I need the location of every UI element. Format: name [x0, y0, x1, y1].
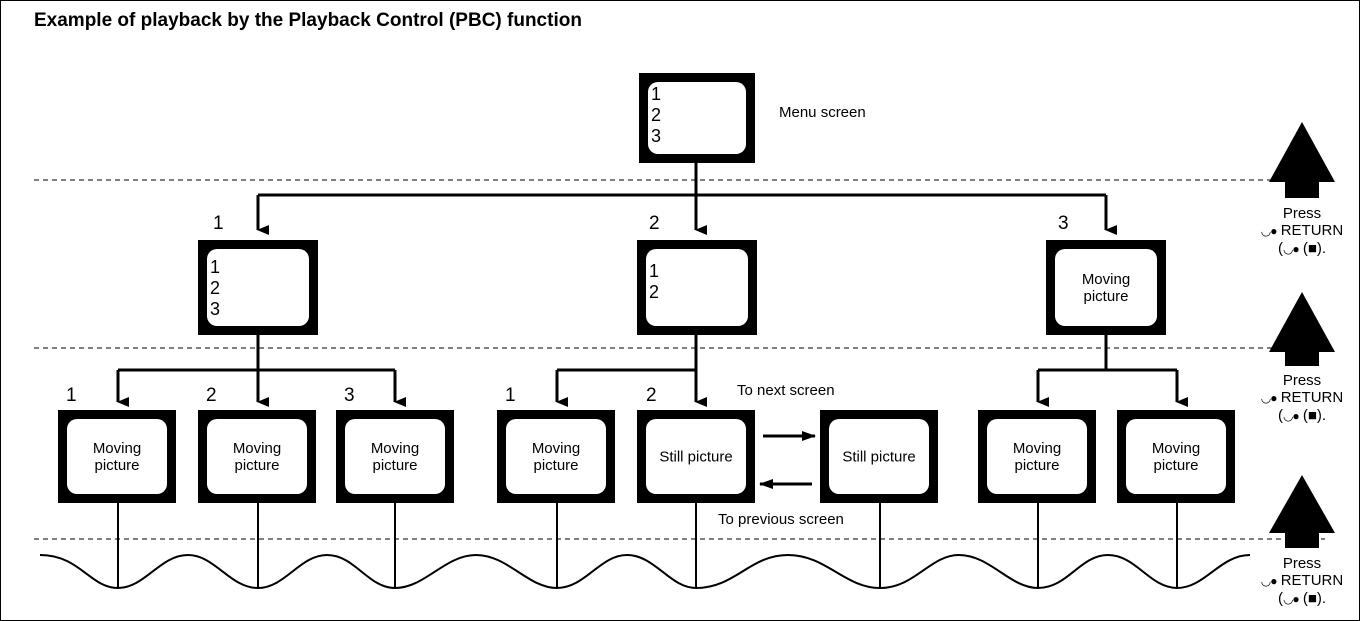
next-screen-label: To next screen	[737, 382, 835, 399]
menu-item: 1	[651, 84, 662, 104]
level2-number: 1	[66, 385, 77, 406]
submenu-screen: 1 2 3	[198, 240, 318, 335]
submenu-item: 1	[210, 257, 221, 277]
return-line: ◡● RETURN	[1257, 572, 1347, 590]
return-text: RETURN	[1280, 222, 1344, 239]
screen-label: Moving picture	[232, 439, 282, 474]
level2-number: 2	[206, 385, 217, 406]
still-picture-screen: Still picture	[637, 410, 755, 503]
up-arrow-icon	[1269, 475, 1335, 548]
branch-connector	[116, 335, 406, 407]
stop-text: (■).	[1302, 407, 1327, 424]
moving-picture-screen: Moving picture	[336, 410, 454, 503]
screen-label: Still picture	[842, 448, 916, 465]
return-icon: ◡●	[1260, 224, 1278, 238]
return-icon: ◡●	[1282, 592, 1300, 606]
diagram-title: Example of playback by the Playback Cont…	[34, 10, 582, 31]
screen-label: Moving picture	[1151, 439, 1201, 474]
submenu-item: 3	[210, 299, 221, 319]
press-return-caption: Press ◡● RETURN (◡● (■).	[1257, 205, 1347, 258]
level2-number: 3	[344, 385, 355, 406]
submenu-item: 1	[649, 261, 660, 281]
return-icon: ◡●	[1260, 574, 1278, 588]
up-arrow-icon	[1269, 122, 1335, 198]
menu-screen-caption: Menu screen	[779, 104, 866, 121]
menu-connector	[256, 163, 1117, 235]
submenu-list: 1 2 3	[210, 257, 220, 320]
previous-screen-label: To previous screen	[718, 511, 844, 528]
stop-text: (■).	[1302, 590, 1327, 607]
up-arrow-icon	[1269, 292, 1335, 366]
press-return-caption: Press ◡● RETURN (◡● (■).	[1257, 555, 1347, 608]
stop-text: (■).	[1302, 240, 1327, 257]
moving-picture-screen: Moving picture	[1117, 410, 1235, 503]
menu-screen: 1 2 3	[639, 73, 755, 163]
still-picture-screen: Still picture	[820, 410, 938, 503]
level1-number: 2	[649, 213, 660, 234]
screen-label: Moving picture	[531, 439, 581, 474]
level2-number: 1	[505, 385, 516, 406]
return-text: RETURN	[1280, 389, 1344, 406]
press-return-caption: Press ◡● RETURN (◡● (■).	[1257, 372, 1347, 425]
playback-timeline	[39, 553, 1251, 590]
screen-label: Moving picture	[1012, 439, 1062, 474]
screen-label: Moving picture	[92, 439, 142, 474]
return-subline: (◡● (■).	[1277, 407, 1327, 424]
submenu-item: 2	[210, 278, 221, 298]
moving-picture-screen: Moving picture	[58, 410, 176, 503]
branch-connector	[1036, 335, 1188, 407]
return-icon: ◡●	[1282, 409, 1300, 423]
submenu-screen: 1 2	[637, 240, 757, 335]
branch-connector	[555, 335, 707, 407]
return-subline: (◡● (■).	[1277, 590, 1327, 607]
return-text: RETURN	[1280, 572, 1344, 589]
press-text: Press	[1282, 372, 1322, 389]
press-text: Press	[1282, 205, 1322, 222]
level1-number: 1	[213, 213, 224, 234]
moving-picture-screen: Moving picture	[497, 410, 615, 503]
return-line: ◡● RETURN	[1257, 389, 1347, 407]
screen-label: Still picture	[659, 448, 733, 465]
moving-picture-screen: Moving picture	[978, 410, 1096, 503]
level1-number: 3	[1058, 213, 1069, 234]
return-subline: (◡● (■).	[1277, 240, 1327, 257]
submenu-list: 1 2	[649, 261, 659, 303]
submenu-item: 2	[649, 282, 660, 302]
menu-item: 2	[651, 105, 662, 125]
return-icon: ◡●	[1282, 242, 1300, 256]
menu-item: 3	[651, 126, 662, 146]
moving-picture-screen: Moving picture	[1046, 240, 1166, 335]
screen-label: Moving picture	[370, 439, 420, 474]
level2-number: 2	[646, 385, 657, 406]
stem-lines	[117, 503, 1178, 588]
press-text: Press	[1282, 555, 1322, 572]
menu-list: 1 2 3	[651, 84, 661, 147]
return-line: ◡● RETURN	[1257, 222, 1347, 240]
screen-label: Moving picture	[1081, 270, 1131, 305]
moving-picture-screen: Moving picture	[198, 410, 316, 503]
return-icon: ◡●	[1260, 391, 1278, 405]
